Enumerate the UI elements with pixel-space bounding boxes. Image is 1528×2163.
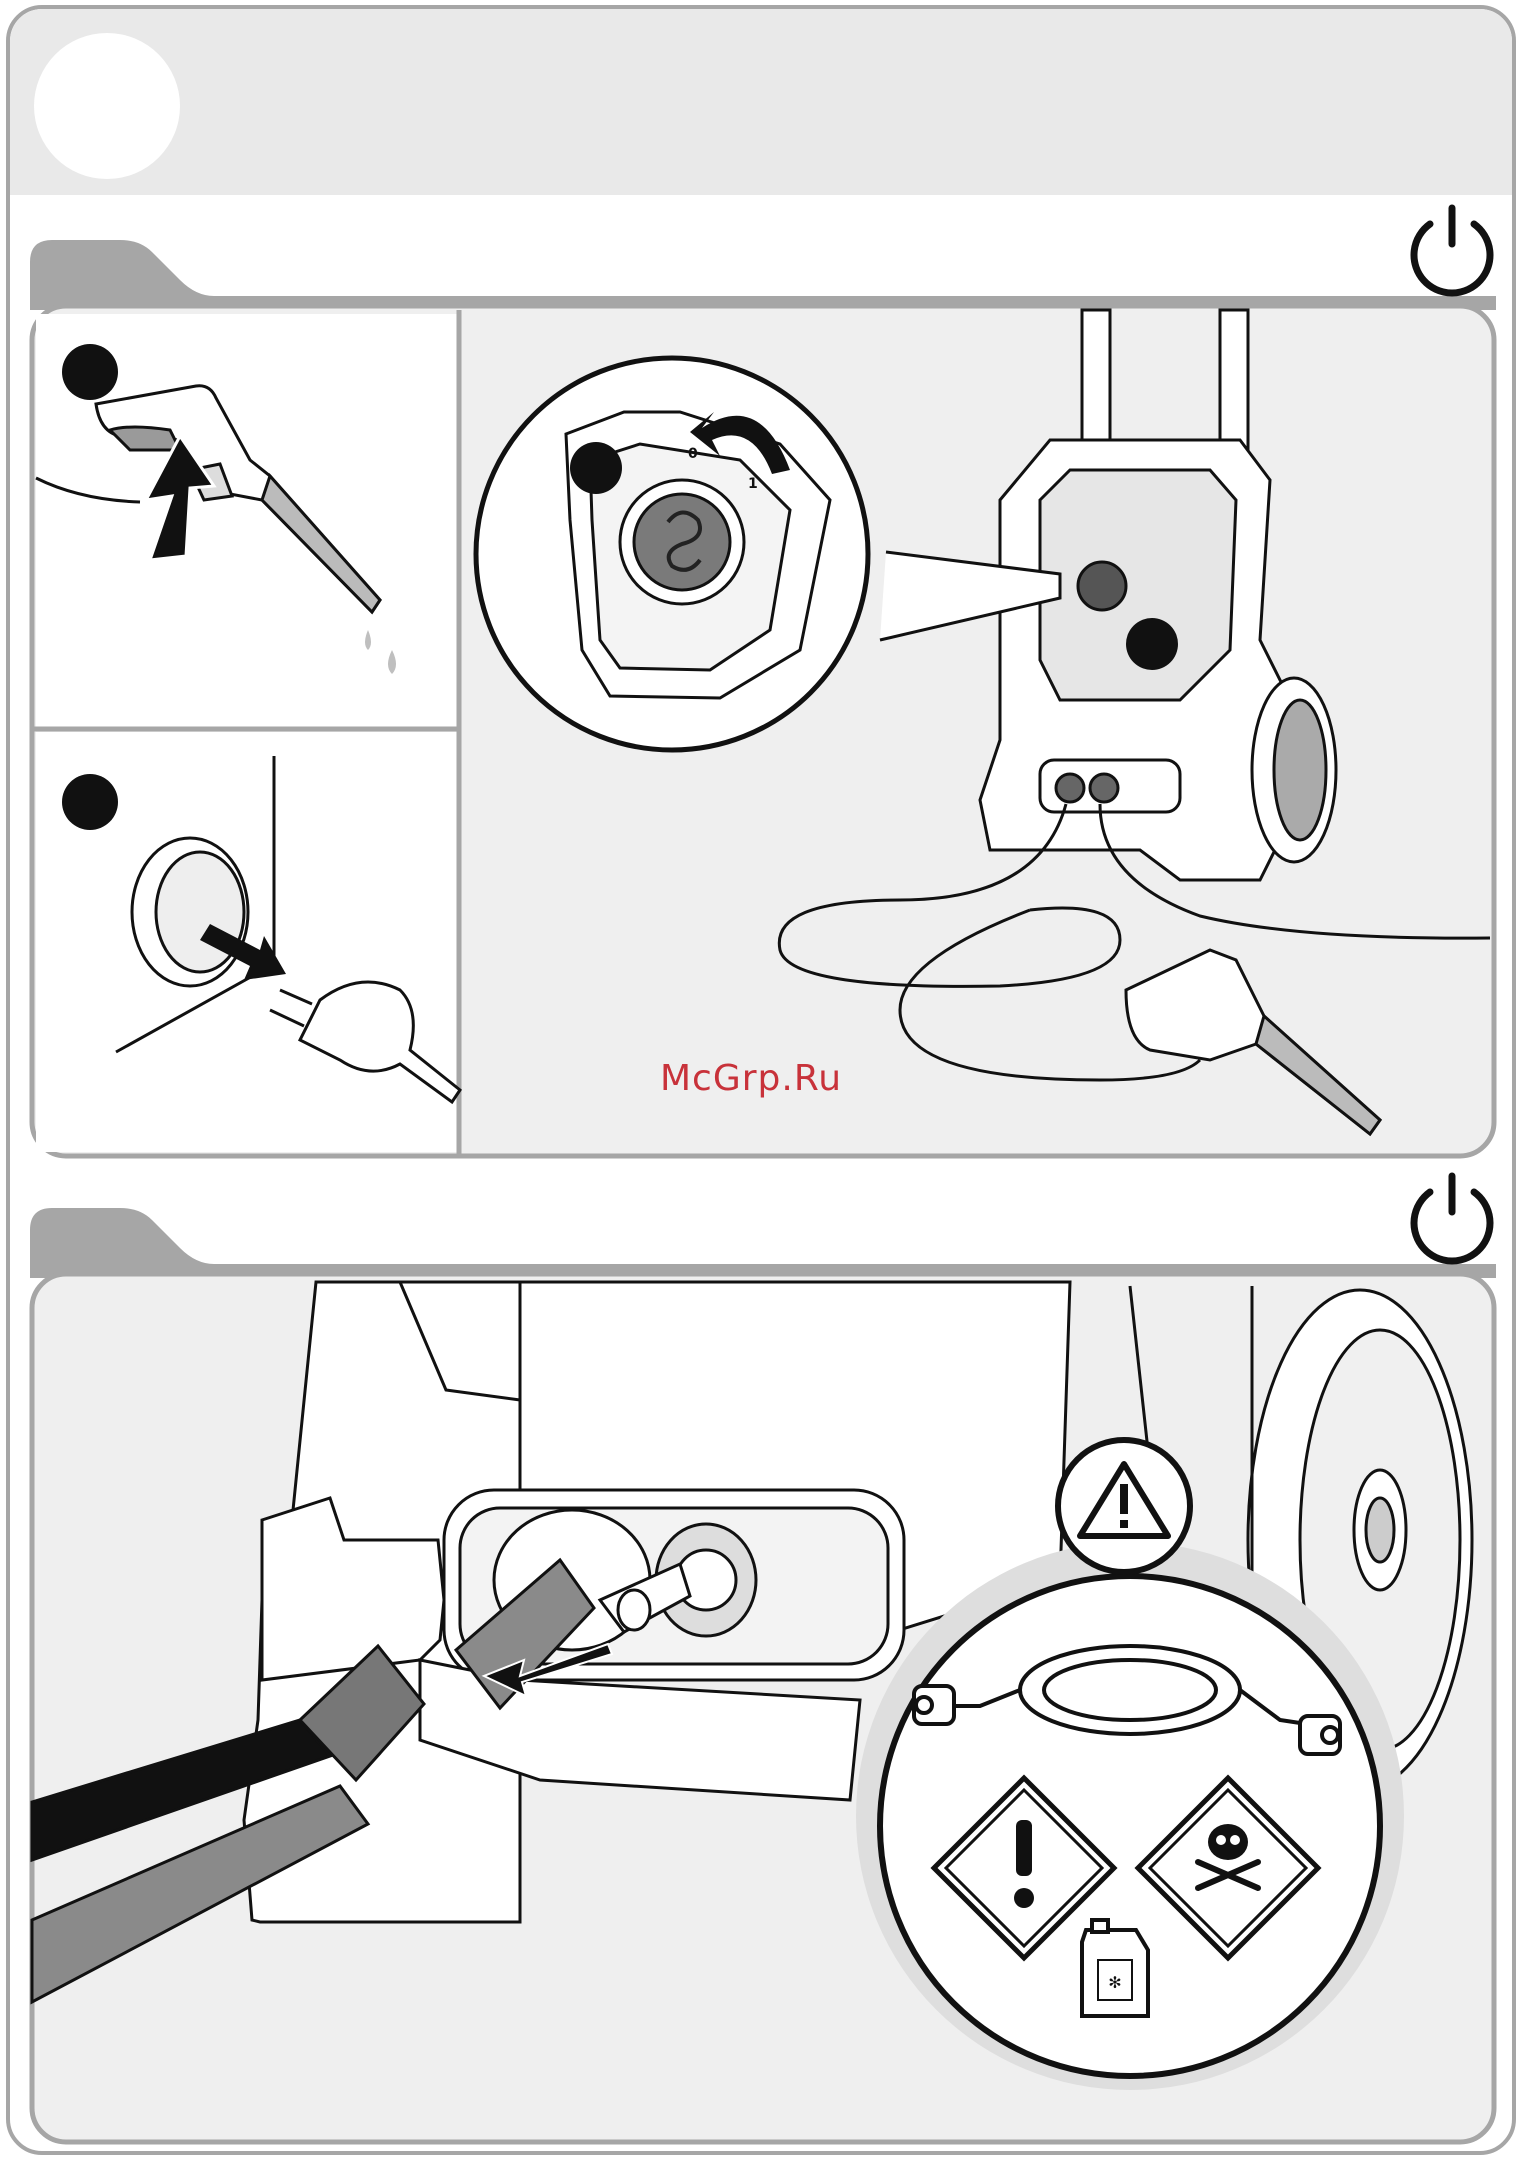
substep-marker-1 (62, 344, 118, 400)
section-1-tab (30, 240, 1496, 310)
section-1: 0 1 (0, 0, 1528, 1160)
dial-position-on: 1 (748, 476, 758, 492)
power-icon (1414, 1176, 1490, 1261)
antifreeze-canister-icon: ✻ (1082, 1920, 1148, 2016)
section-2: ✻ (0, 1160, 1528, 2163)
substep-marker-2 (62, 774, 118, 830)
svg-text:✻: ✻ (1108, 1973, 1121, 1992)
machine-marker (1126, 618, 1178, 670)
dial-marker (570, 442, 622, 494)
section-2-tab (30, 1208, 1496, 1278)
watermark: McGrp.Ru (660, 1058, 842, 1099)
power-icon (1414, 208, 1490, 293)
dial-position-off: 0 (688, 446, 698, 462)
